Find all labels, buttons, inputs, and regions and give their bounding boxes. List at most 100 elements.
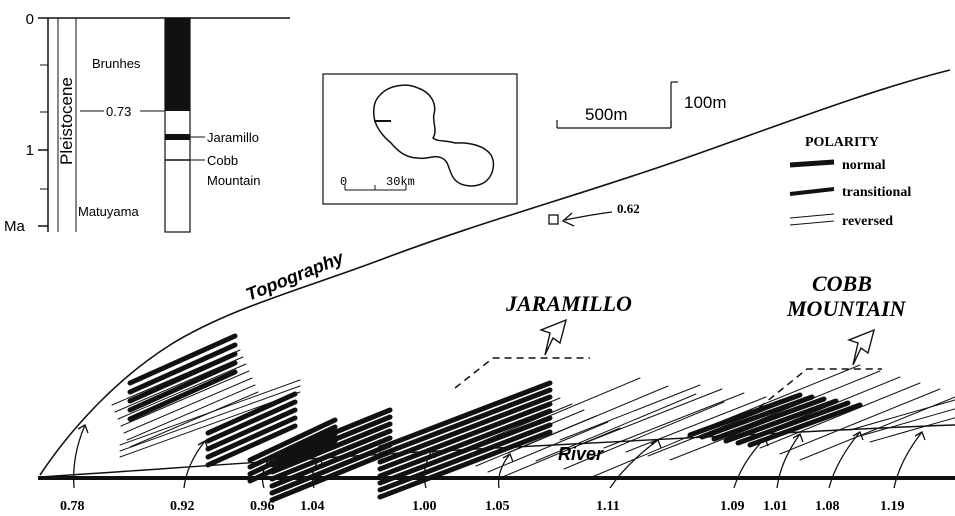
inset-scale-start: 0 [340,175,347,189]
reversed-stratum [739,376,901,443]
reversed-stratum [463,409,585,461]
scale-bar: 500m 100m [556,81,727,129]
sample-age-label: 1.05 [485,499,510,514]
sample-arrow [776,433,801,489]
reversed-stratum [759,382,921,449]
sample-age-label: 0.96 [250,499,275,514]
reversed-stratum [120,370,250,427]
jaramillo-bracket [454,357,590,389]
normal-stratum [205,391,298,436]
reversed-stratum [123,377,253,434]
topography-profile [39,69,951,476]
sample-arrow [72,424,86,489]
sample-age-label: 1.09 [720,499,745,514]
sample-arrow [497,453,511,489]
sample-arrowhead [77,424,89,434]
timescale-column: 0 1 Ma Pleistocene Brunhes 0.73 Matuyama… [4,11,290,235]
normal-stratum [377,387,553,458]
cobb-label-line2: MOUNTAIN [786,296,907,321]
reversed-stratum [129,391,259,448]
inset-map-frame [322,73,518,205]
normal-stratum [723,398,839,444]
normal-stratum [699,394,815,440]
sample-arrow [733,437,766,489]
tick-label-1: 1 [26,142,34,159]
legend-normal-label: normal [842,158,886,173]
river-profile [39,424,955,478]
legend-transitional-label: transitional [842,185,911,200]
cross-section: Topography River JARAMILLO COBB MOUNTAIN [38,69,955,503]
cobb-label-line1: COBB [812,271,872,296]
reversed-stratum [559,384,701,441]
sample-age-label: 1.01 [763,499,788,514]
reversed-stratum [535,393,697,462]
sample-arrowhead [852,431,864,441]
strata-layers [111,333,955,503]
normal-stratum [377,401,553,472]
normal-stratum [377,408,553,479]
normal-stratum [377,380,553,451]
normal-stratum [127,333,238,386]
reversed-stratum [479,377,641,446]
reversed-stratum [869,417,955,443]
sample-age-label: 1.11 [596,499,620,514]
sample-callout-label: 0.62 [617,201,640,216]
reversed-stratum [507,385,669,454]
scale-vertical-label: 100m [684,93,727,112]
reversed-stratum [487,421,609,473]
sample-age-label: 0.92 [170,499,195,514]
sample-arrowhead [197,440,209,450]
epoch-label: Pleistocene [57,77,76,165]
chron-brunhes: Brunhes [92,56,141,71]
river-label: River [558,444,604,464]
normal-stratum [747,402,863,448]
normal-stratum [205,423,298,468]
reversed-stratum [126,384,256,441]
sample-age-label: 1.19 [880,499,905,514]
reversed-stratum [779,388,941,455]
sample-arrowhead [502,453,514,463]
inset-map: 0 30km [322,73,518,205]
normal-stratum [711,396,827,442]
normal-stratum [269,414,393,468]
polarity-legend: POLARITY normal transitional reversed [789,135,911,229]
legend-normal-swatch [789,159,835,168]
normal-stratum [687,392,803,438]
reversed-stratum [625,396,767,453]
event-cobb-label-line1: Cobb [207,153,238,168]
normal-stratum [269,407,393,461]
sample-age-label: 1.00 [412,499,437,514]
reversed-stratum [119,379,301,446]
normal-stratum [377,394,553,465]
normal-stratum [127,351,238,404]
reversed-stratum [859,408,955,437]
sample-age-label: 1.08 [815,499,840,514]
normal-stratum [127,360,238,413]
reversed-stratum [603,392,745,449]
normal-stratum [377,429,553,500]
reversed-stratum [114,356,244,413]
sample-arrow [828,431,861,489]
reversed-stratum [719,370,881,437]
sample-arrow [893,431,923,489]
legend-reversed-label: reversed [842,214,893,229]
sample-age-label: 0.78 [60,499,85,514]
legend-transitional-swatch [789,187,835,196]
reversed-stratum [439,397,561,449]
sample-arrow [311,457,321,489]
sample-arrowhead [424,449,436,459]
island-outline [373,84,495,187]
legend-title: POLARITY [805,135,879,150]
normal-stratum [205,399,298,444]
inset-scale-end: 30km [386,175,415,189]
reversed-stratum [849,399,955,431]
normal-stratum [269,442,393,496]
sample-arrowhead [650,439,662,449]
chron-matuyama: Matuyama [78,204,139,219]
jaramillo-label: JARAMILLO [505,291,632,316]
normal-stratum [377,415,553,486]
sample-marker [548,214,559,225]
tick-label-0: 0 [26,11,34,28]
